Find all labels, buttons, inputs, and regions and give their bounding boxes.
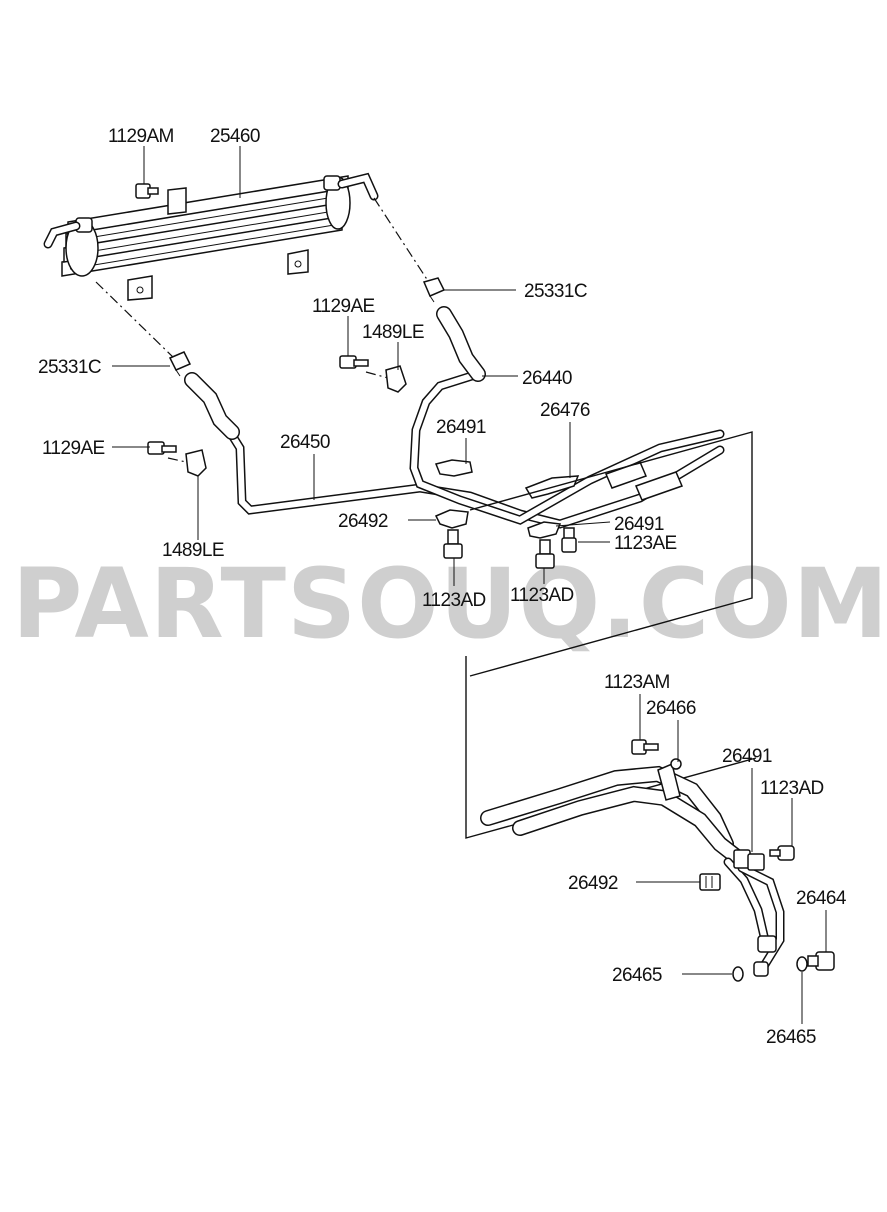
label-25331C-top: 25331C	[524, 281, 587, 302]
leader-lines	[112, 146, 827, 1024]
label-1123AM: 1123AM	[604, 672, 670, 693]
assembly-line-left	[95, 281, 177, 361]
label-26491-a: 26491	[436, 417, 486, 438]
clip-1489LE-left[interactable]	[185, 449, 207, 477]
label-26465-b: 26465	[766, 1027, 816, 1048]
bolt-1129AE-mid[interactable]	[339, 355, 369, 369]
detail-panel-upper	[469, 431, 753, 677]
assembly-line-bolt-mid	[365, 371, 389, 379]
oil-cooler-25460[interactable]	[43, 172, 379, 301]
label-26491-b: 26491	[614, 514, 664, 535]
bolt-1129AM[interactable]	[135, 183, 159, 199]
label-1129AM: 1129AM	[108, 126, 174, 147]
label-25331C-left: 25331C	[38, 357, 101, 378]
tube-nut-fitting	[753, 935, 777, 977]
label-1129AE-left: 1129AE	[42, 438, 105, 459]
washer-26465-b[interactable]	[796, 956, 808, 972]
bolt-1123AD-c[interactable]	[769, 845, 795, 861]
tube-clamp-26492-b[interactable]	[699, 873, 721, 891]
hose-clamp-25331C-left[interactable]	[168, 351, 192, 377]
label-1129AE-mid: 1129AE	[312, 296, 375, 317]
label-1123AD-b: 1123AD	[510, 585, 574, 606]
label-25460: 25460	[210, 126, 260, 147]
washer-26465-a[interactable]	[732, 966, 744, 982]
watermark-text: PARTSOUQ.COM	[12, 548, 887, 660]
tube-clamp-26491-b[interactable]	[527, 521, 562, 539]
clip-1489LE-mid[interactable]	[385, 365, 407, 393]
bolt-1129AE-left[interactable]	[147, 441, 177, 455]
hose-clamp-25331C-top[interactable]	[422, 277, 446, 303]
bolt-1123AE[interactable]	[561, 527, 577, 553]
label-26440: 26440	[522, 368, 572, 389]
label-26476: 26476	[540, 400, 590, 421]
label-1489LE-left: 1489LE	[162, 540, 224, 561]
tube-clamp-26491-a[interactable]	[434, 459, 473, 477]
bolt-1123AM[interactable]	[631, 739, 659, 755]
label-26450: 26450	[280, 432, 330, 453]
hose-clamp-26491-c[interactable]	[733, 849, 765, 871]
label-26464: 26464	[796, 888, 847, 909]
label-1123AD-a: 1123AD	[422, 590, 486, 611]
label-26465-a: 26465	[612, 965, 662, 986]
assembly-line-right	[373, 197, 431, 285]
bolt-1123AD-b[interactable]	[535, 539, 555, 569]
oil-cooler-tube-26440[interactable]	[409, 306, 725, 525]
tube-clamp-26492-a[interactable]	[434, 509, 469, 529]
label-26492-a: 26492	[338, 511, 388, 532]
label-1489LE-mid: 1489LE	[362, 322, 424, 343]
label-26491-c: 26491	[722, 746, 772, 767]
label-1123AE: 1123AE	[614, 533, 677, 554]
union-bolt-26464[interactable]	[807, 951, 835, 971]
assembly-line-bolt-left	[167, 457, 187, 463]
oil-cooler-hoses-lower[interactable]	[480, 765, 785, 971]
label-1123AD-c: 1123AD	[760, 778, 824, 799]
bolt-1123AD-a[interactable]	[443, 529, 463, 559]
label-26466: 26466	[646, 698, 696, 719]
label-26492-b: 26492	[568, 873, 618, 894]
detail-panel-lower	[465, 656, 757, 839]
